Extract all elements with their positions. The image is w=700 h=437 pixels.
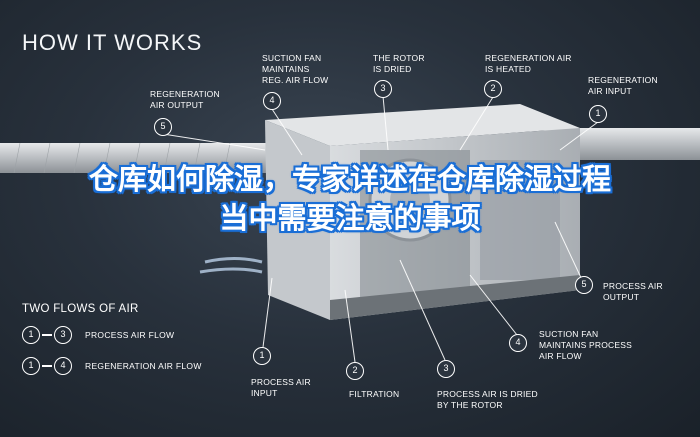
callout-label-filtration: FILTRATION	[349, 389, 400, 399]
machine-top	[265, 104, 580, 146]
callout-number-4-right: 4	[509, 334, 527, 352]
callout-number-5: 5	[154, 118, 172, 136]
callout-label-regeneration-air-input: REGENERATION AIR INPUT	[588, 75, 658, 96]
legend-label: PROCESS AIR FLOW	[85, 330, 175, 340]
callout-label-regeneration-heated: REGENERATION AIR IS HEATED	[485, 53, 572, 74]
legend-dash	[42, 365, 52, 367]
legend-row-regeneration-air: 1 4 REGENERATION AIR FLOW	[22, 356, 202, 376]
machine-front	[265, 120, 330, 320]
legend-row-process-air: 1 3 PROCESS AIR FLOW	[22, 325, 174, 345]
callout-label-rotor-dried: THE ROTOR IS DRIED	[373, 53, 425, 74]
callout-number-3-bottom: 3	[437, 360, 455, 378]
callout-number-2-bottom: 2	[346, 362, 364, 380]
callout-number-1: 1	[589, 105, 607, 123]
page-title: HOW IT WORKS	[22, 30, 203, 55]
callout-number-4: 4	[263, 92, 281, 110]
callout-label-process-air-output: PROCESS AIR OUTPUT	[603, 281, 663, 302]
legend-from-number: 1	[22, 326, 40, 344]
legend-label: REGENERATION AIR FLOW	[85, 361, 202, 371]
callout-label-suction-fan-process: SUCTION FAN MAINTAINS PROCESS AIR FLOW	[539, 329, 632, 361]
legend-to-number: 4	[54, 357, 72, 375]
overlay-headline: 仓库如何除湿，专家详述在仓库除湿过程当中需要注意的事项	[88, 162, 611, 235]
callout-label-process-air-input: PROCESS AIR INPUT	[251, 377, 311, 398]
legend-from-number: 1	[22, 357, 40, 375]
callout-number-2: 2	[484, 80, 502, 98]
callout-number-1-bottom: 1	[253, 347, 271, 365]
callout-number-5-right: 5	[575, 276, 593, 294]
callout-label-suction-fan-reg: SUCTION FAN MAINTAINS REG. AIR FLOW	[262, 53, 329, 85]
legend-dash	[42, 334, 52, 336]
callout-number-3: 3	[374, 80, 392, 98]
callout-label-process-air-dried: PROCESS AIR IS DRIED BY THE ROTOR	[437, 389, 538, 410]
legend-title: TWO FLOWS OF AIR	[22, 303, 139, 315]
legend-to-number: 3	[54, 326, 72, 344]
callout-label-regeneration-air-output: REGENERATION AIR OUTPUT	[150, 89, 220, 110]
